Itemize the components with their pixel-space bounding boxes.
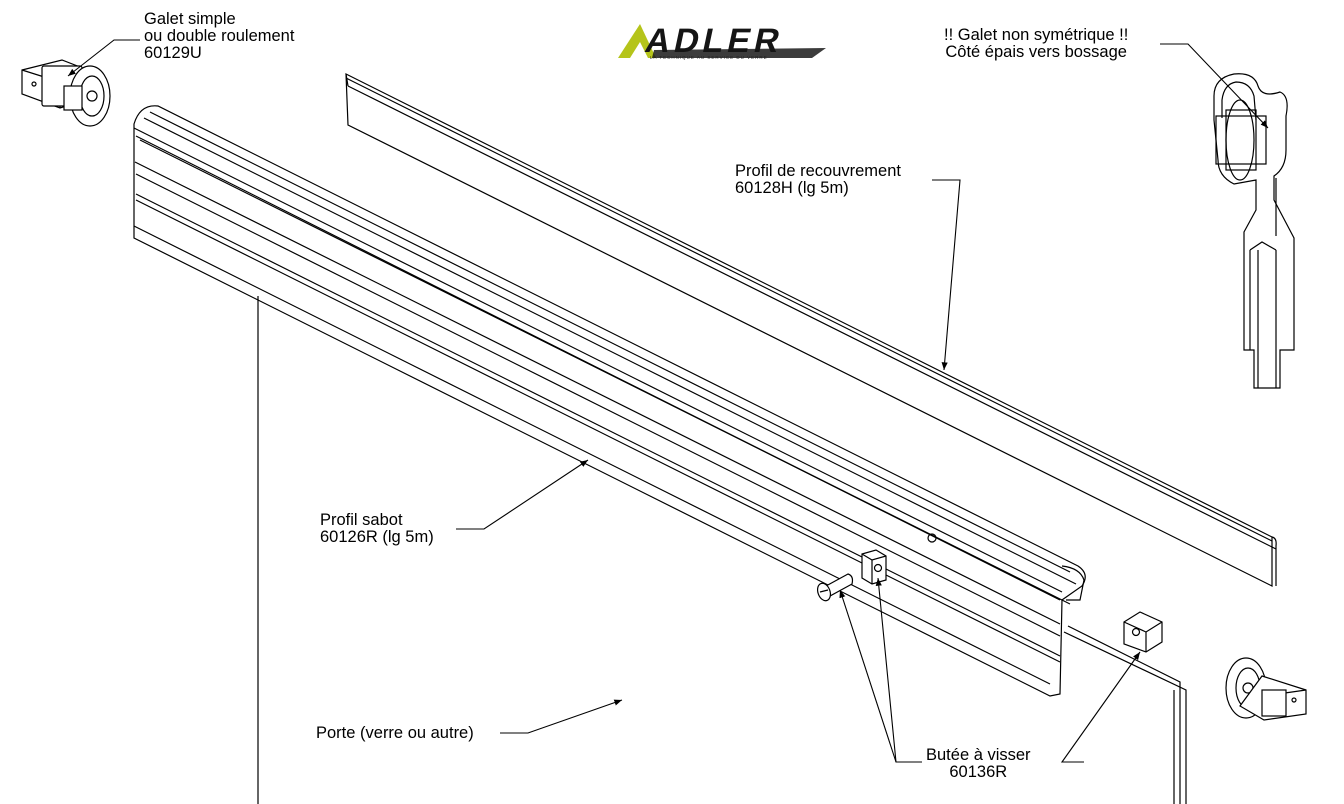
- roller-carriage-icon: [21, 59, 111, 127]
- label-line: ou double roulement: [144, 27, 295, 45]
- label-line: 60136R: [949, 763, 1008, 781]
- roller-carriage-icon: [1225, 657, 1307, 721]
- door-panel: [257, 296, 1187, 804]
- label-line: !! Galet non symétrique !!: [944, 26, 1129, 44]
- label-galet-simple: Galet simple ou double roulement 60129U: [144, 11, 294, 62]
- stop-block-icon: [861, 549, 887, 585]
- label-line: 60129U: [144, 44, 202, 62]
- label-line: 60126R (lg 5m): [320, 528, 434, 546]
- label-galet-non-symetrique: !! Galet non symétrique !! Côté épais ve…: [944, 27, 1128, 61]
- stop-block-icon: [1123, 611, 1163, 653]
- logo-wordmark: ADLER: [641, 22, 788, 60]
- label-butee: Butée à visser 60136R: [926, 747, 1031, 781]
- label-line: Profil de recouvrement: [735, 162, 901, 180]
- label-profil-recouvrement: Profil de recouvrement 60128H (lg 5m): [735, 163, 901, 197]
- label-line: Galet simple: [144, 10, 236, 28]
- cover-profile: [345, 73, 1277, 587]
- label-profil-sabot: Profil sabot 60126R (lg 5m): [320, 512, 434, 546]
- shoe-profile: [133, 105, 1086, 697]
- label-line: Côté épais vers bossage: [945, 43, 1127, 61]
- label-line: Butée à visser: [926, 746, 1031, 764]
- profile-section-icon: [1213, 73, 1295, 389]
- label-line: Profil sabot: [320, 511, 403, 529]
- screw-icon: [816, 573, 854, 602]
- adler-logo-icon: [618, 24, 826, 58]
- label-porte: Porte (verre ou autre): [316, 725, 474, 742]
- logo-tagline: LA TECHNIQUE AU SERVICE DU VERRE: [650, 55, 768, 60]
- label-line: 60128H (lg 5m): [735, 179, 849, 197]
- leader-lines: [67, 39, 1269, 763]
- label-line: Porte (verre ou autre): [316, 724, 474, 742]
